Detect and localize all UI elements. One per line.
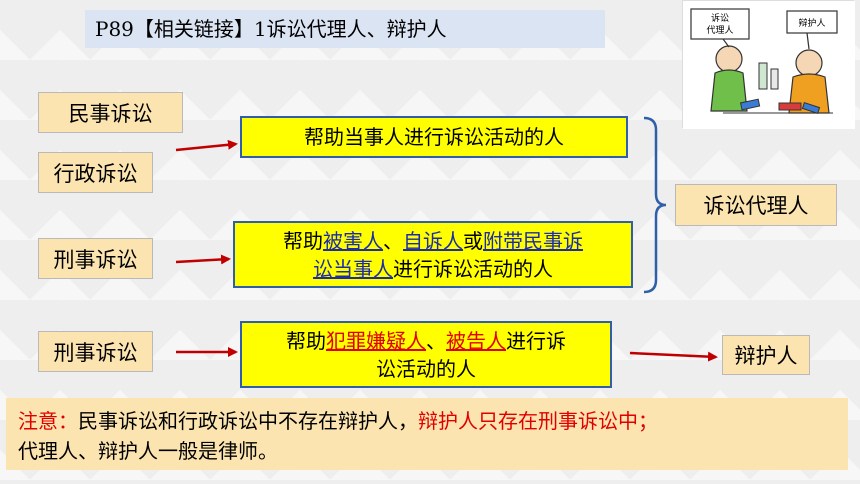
note-label: 注意：: [18, 409, 78, 433]
term-suspect: 犯罪嫌疑人: [326, 328, 426, 353]
result-defender: 辩护人: [722, 335, 810, 375]
term-private-prosecutor: 自诉人: [403, 228, 463, 253]
box-victim-helper: 帮助被害人、自诉人或附带民事诉 讼当事人进行诉讼活动的人: [233, 221, 633, 288]
result-litigation-agent: 诉讼代理人: [675, 184, 837, 226]
box-defendant-line2: 讼活动的人: [376, 356, 476, 381]
lawyers-illustration: 诉讼 代理人 辩护人: [682, 0, 855, 129]
box-victim-line1: 帮助被害人、自诉人或附带民事诉: [283, 228, 583, 253]
tag-administrative-litigation: 行政诉讼: [38, 152, 153, 193]
tag-civil-litigation: 民事诉讼: [38, 92, 183, 133]
term-defendant: 被告人: [446, 328, 506, 353]
tag-criminal-litigation-1: 刑事诉讼: [38, 238, 153, 279]
box-defendant-line1: 帮助犯罪嫌疑人、被告人进行诉: [286, 328, 566, 353]
note-emphasis: 辩护人只存在刑事诉讼中；: [418, 409, 658, 433]
note-line2: 代理人、辩护人一般是律师。: [18, 439, 278, 463]
lawyers-drawing: 诉讼 代理人 辩护人: [683, 1, 855, 129]
note-line1: 注意：民事诉讼和行政诉讼中不存在辩护人，辩护人只存在刑事诉讼中；: [18, 409, 658, 433]
box-party-helper: 帮助当事人进行诉讼活动的人: [240, 116, 628, 158]
page-title: P89【相关链接】1诉讼代理人、辩护人: [85, 10, 605, 48]
note-box: 注意：民事诉讼和行政诉讼中不存在辩护人，辩护人只存在刑事诉讼中； 代理人、辩护人…: [6, 398, 848, 470]
arrow-to-victim-helper: [175, 254, 231, 265]
tag-criminal-litigation-2: 刑事诉讼: [38, 331, 153, 372]
box-defendant-helper: 帮助犯罪嫌疑人、被告人进行诉 讼活动的人: [240, 321, 612, 388]
box-victim-line2: 讼当事人进行诉讼活动的人: [313, 256, 553, 281]
term-civil-party-b: 讼当事人: [313, 256, 393, 281]
arrow-to-party-helper: [175, 139, 238, 152]
term-civil-party-a: 附带民事诉: [483, 228, 583, 253]
sign-right: 辩护人: [798, 17, 825, 29]
sign-left-line2: 代理人: [706, 25, 733, 36]
arrow-to-defender: [629, 351, 718, 362]
term-victim: 被害人: [323, 228, 383, 253]
bracket-agent: [643, 116, 667, 294]
sign-left-line1: 诉讼: [711, 12, 729, 24]
